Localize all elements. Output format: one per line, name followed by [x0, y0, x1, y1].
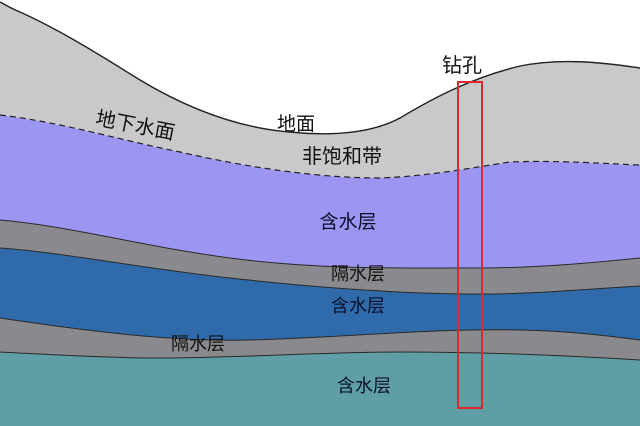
above-ground-area [0, 0, 640, 134]
ground-surface-label: 地面 [277, 113, 315, 135]
aquifer-2-layer [0, 248, 640, 341]
aquifer-1-layer [0, 115, 640, 269]
water-table-line [0, 114, 640, 179]
borehole-rect [457, 81, 483, 409]
aquitard-1-layer [0, 220, 640, 294]
unsaturated-zone-label: 非饱和带 [302, 144, 382, 168]
aquifer-1-label: 含水层 [319, 211, 376, 233]
aquitard-1-label: 隔水层 [331, 264, 385, 285]
boundary-aquitard2-aquifer3 [0, 351, 640, 361]
aquitard-2-label: 隔水层 [171, 334, 225, 355]
borehole-label: 钻孔 [442, 53, 482, 77]
aquitard-2-layer [0, 318, 640, 360]
aquifer-2-label: 含水层 [331, 296, 385, 317]
ground-surface-line [0, 1, 640, 135]
aquifer-3-label: 含水层 [337, 376, 391, 397]
boundary-aquifer2-aquitard2 [0, 317, 640, 341]
boundary-aquifer1-aquitard1 [0, 219, 640, 269]
boundary-aquitard1-aquifer2 [0, 247, 640, 295]
